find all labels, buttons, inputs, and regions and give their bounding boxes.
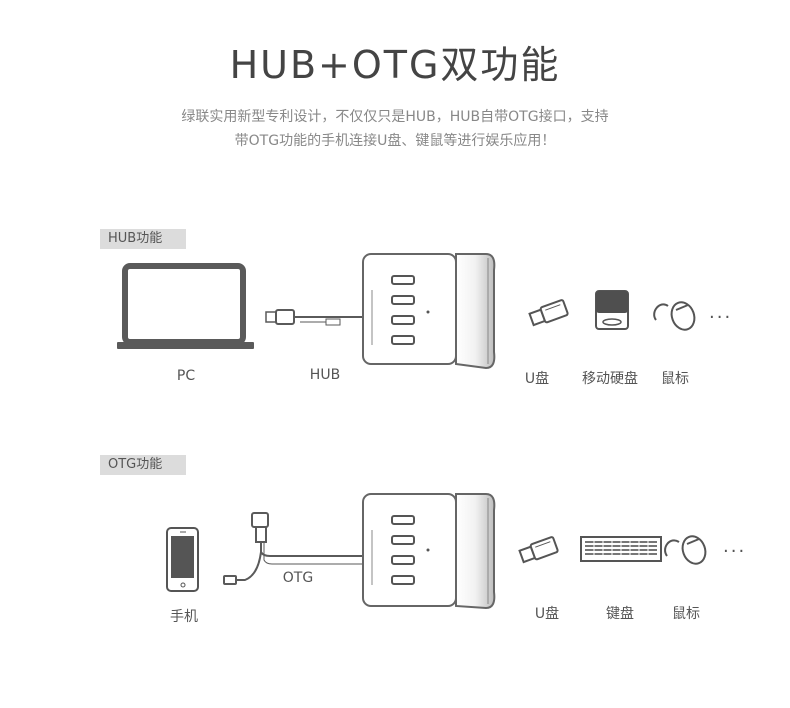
keyboard-icon (580, 536, 662, 562)
hub-icon (362, 253, 496, 370)
subtitle-line-2: 带OTG功能的手机连接U盘、键鼠等进行娱乐应用！ (234, 133, 556, 149)
hub-icon-otg (362, 493, 496, 610)
mouse-icon (653, 301, 696, 331)
laptop-icon (117, 263, 254, 349)
usb-drive-icon-otg (518, 536, 559, 564)
device-label-hard-drive: 移动硬盘 (582, 371, 638, 387)
mouse-icon-otg (664, 535, 707, 565)
device-label-mouse-otg: 鼠标 (672, 606, 700, 622)
phone-icon (166, 527, 199, 592)
hub-label: HUB (309, 367, 341, 383)
hub-section-tag: HUB功能 (100, 229, 186, 249)
hard-drive-icon (595, 290, 629, 330)
usb-drive-icon (528, 299, 569, 327)
otg-label: OTG (282, 570, 314, 586)
more-devices-ellipsis: ··· (709, 307, 733, 328)
subtitle-line-1: 绿联实用新型专利设计，不仅仅只是HUB，HUB自带OTG接口，支持 (181, 109, 609, 125)
subtitle: 绿联实用新型专利设计，不仅仅只是HUB，HUB自带OTG接口，支持 带OTG功能… (0, 105, 790, 153)
device-label-keyboard: 键盘 (606, 606, 634, 622)
device-label-usb-drive-otg: U盘 (534, 606, 560, 622)
otg-section-tag: OTG功能 (100, 455, 186, 475)
device-label-mouse: 鼠标 (661, 371, 689, 387)
page-title: HUB+OTG双功能 (229, 43, 561, 87)
usb-cable (265, 309, 363, 326)
phone-label: 手机 (170, 609, 198, 625)
otg-cable (223, 512, 363, 585)
device-label-usb-drive: U盘 (524, 371, 550, 387)
more-devices-ellipsis-otg: ··· (723, 541, 747, 562)
pc-label: PC (176, 368, 196, 384)
